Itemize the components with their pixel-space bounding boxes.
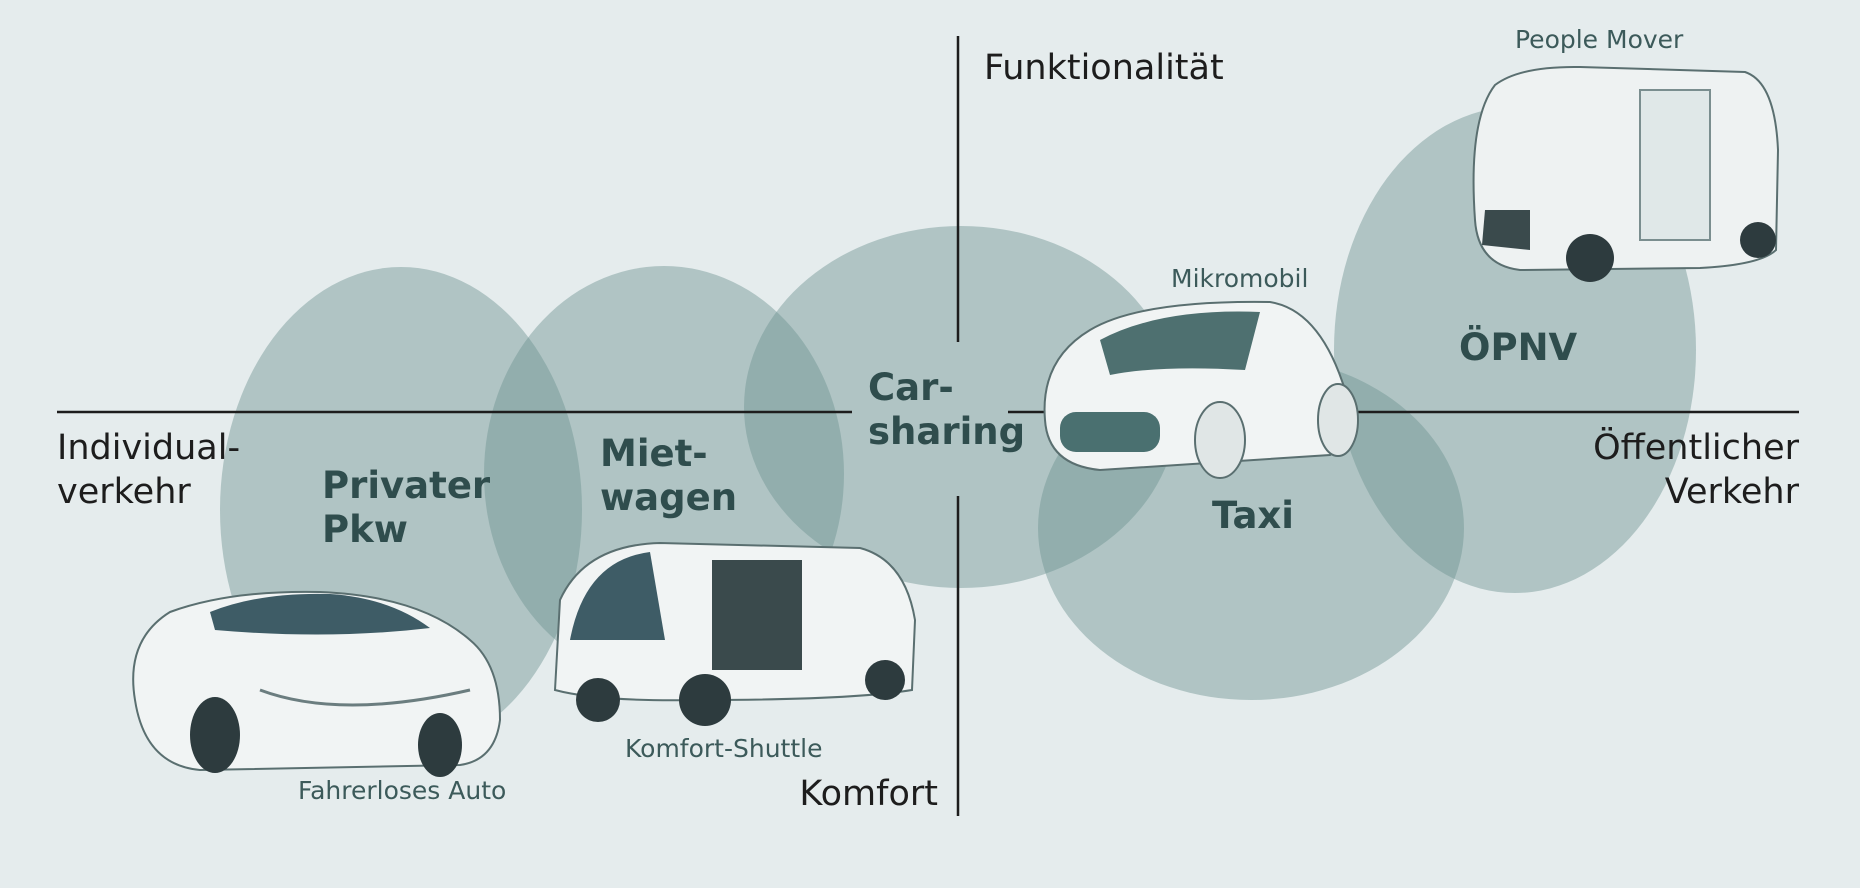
axis-label-left: Individual- verkehr [57,428,241,512]
driverless-car-illustration [132,590,502,777]
vehicle-label-micromobile: Mikromobil [1171,264,1309,293]
axis-label-top: Funktionalität [984,48,1224,88]
axis-label-right: Öffentlicher Verkehr [1593,428,1799,512]
axis-label-bottom: Komfort [799,774,938,814]
label-privater-pkw: Privater Pkw [322,464,491,551]
label-carsharing: Car- sharing [868,366,1026,453]
people-mover-illustration [1472,65,1780,282]
ellipse-carsharing [744,226,1178,588]
vehicle-label-driverless-car: Fahrerloses Auto [298,776,507,805]
comfort-shuttle-illustration [553,541,917,726]
label-taxi: Taxi [1212,494,1294,537]
vehicle-label-people-mover: People Mover [1515,25,1684,54]
label-mietwagen: Miet- wagen [600,432,738,519]
micromobile-illustration [1043,300,1359,479]
label-oepnv: ÖPNV [1459,326,1578,369]
vehicle-label-comfort-shuttle: Komfort-Shuttle [625,734,823,763]
